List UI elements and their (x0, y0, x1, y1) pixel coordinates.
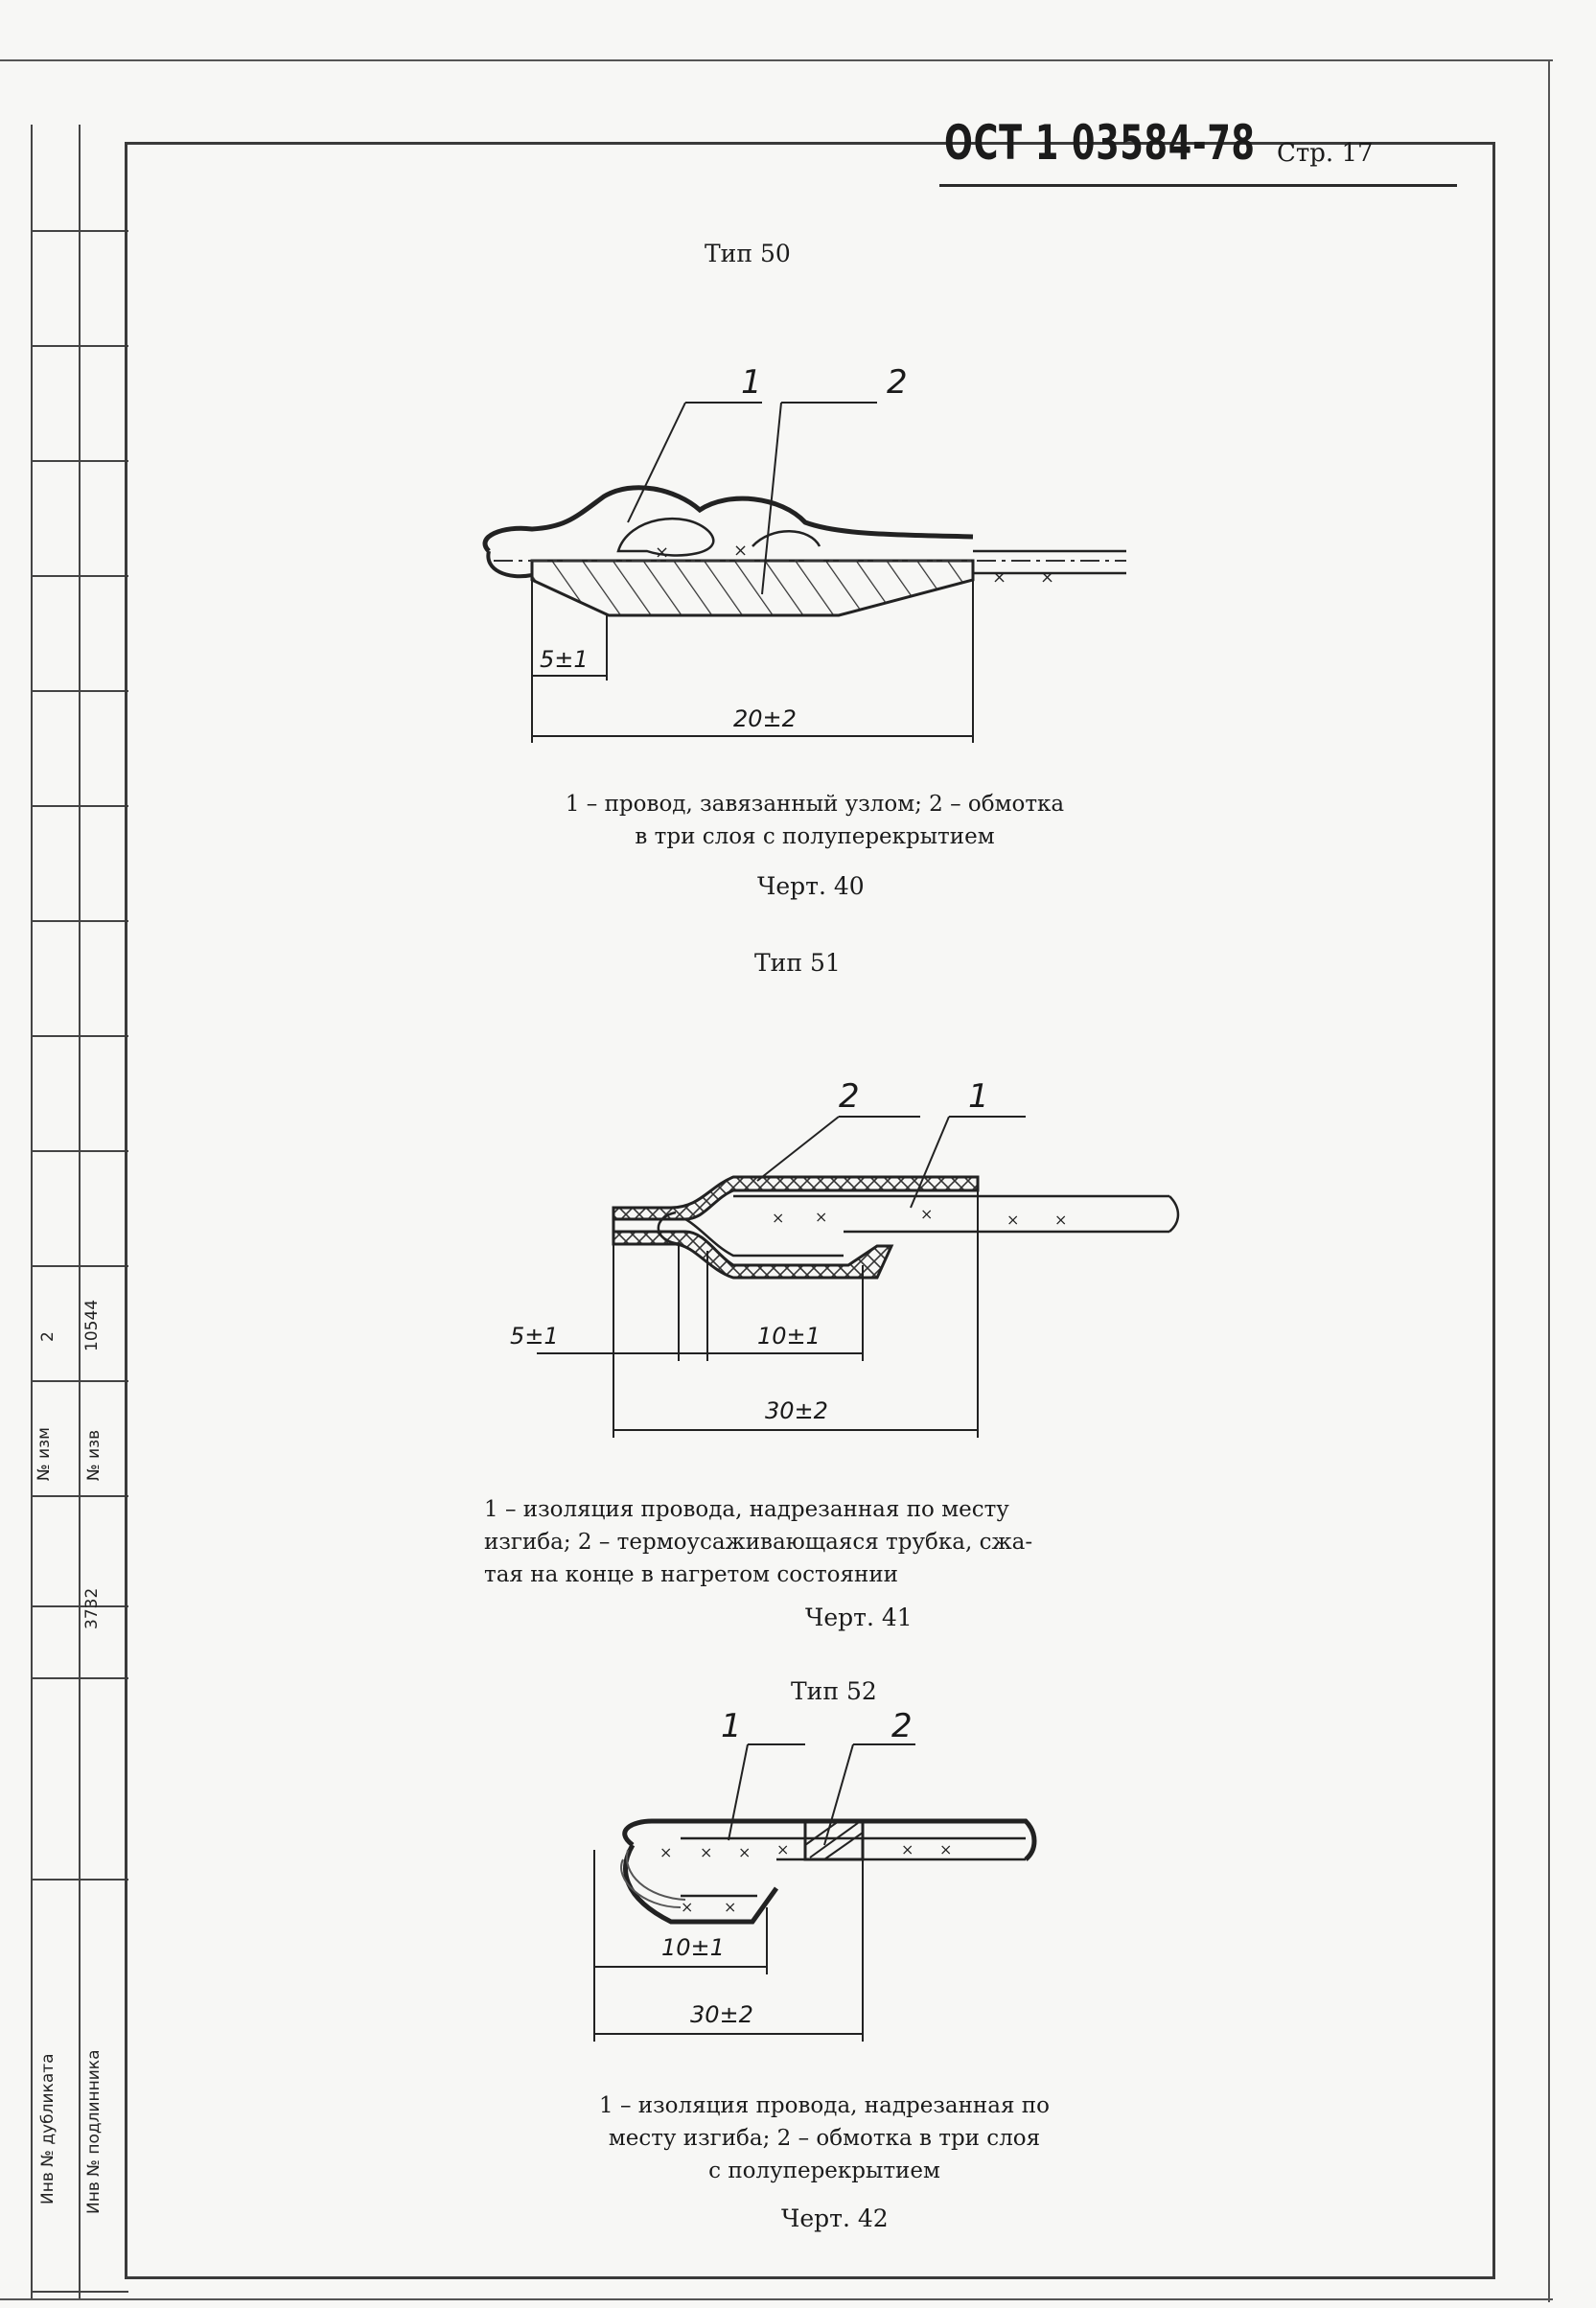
type-52-label: Тип 52 (791, 1677, 877, 1705)
figure-40-dimension-2: 20±2 (733, 705, 797, 732)
margin-row-line (33, 1677, 128, 1679)
margin-original-label: Инв № подлинника (84, 2049, 104, 2215)
figure-41-drawing: × × × × × 2 1 5±1 10±1 30±2 (510, 1077, 1180, 1438)
type-51-label: Тип 51 (754, 949, 841, 977)
figure-41-caption-line: 1 – изоляция провода, надрезанная по мес… (484, 1497, 1009, 1522)
figure-40-callout-1: 1 (741, 363, 762, 402)
figure-41-caption-line: изгиба; 2 – термоусаживающаяся трубка, с… (484, 1530, 1033, 1555)
margin-stamp-grid (31, 125, 128, 2298)
margin-doc-value: 10544 (82, 1299, 102, 1351)
sheet-border-bottom (0, 2298, 1553, 2300)
margin-row-line (33, 920, 128, 922)
margin-row-line (33, 1265, 128, 1267)
figure-40-dimension-1: 5±1 (540, 646, 589, 673)
margin-row-line (33, 1495, 128, 1497)
figure-42-caption: 1 – изоляция провода, надрезанная по мес… (498, 2089, 1150, 2187)
svg-text:×: × (772, 1209, 784, 1227)
svg-text:×: × (681, 1898, 693, 1916)
svg-text:×: × (939, 1840, 952, 1858)
header-underline (939, 184, 1457, 187)
figure-41-caption: 1 – изоляция провода, надрезанная по мес… (484, 1493, 1155, 1591)
figure-42-callout-1: 1 (721, 1707, 742, 1745)
svg-text:×: × (920, 1205, 933, 1223)
standard-number: ОСТ 1 03584-78 (944, 115, 1256, 171)
figure-42-caption-line: месту изгиба; 2 – обмотка в три слоя (608, 2126, 1041, 2151)
margin-row-line (33, 2291, 128, 2293)
margin-row-line (33, 1879, 128, 1881)
svg-text:×: × (659, 1843, 672, 1861)
svg-text:×: × (724, 1898, 736, 1916)
page-frame (125, 142, 1495, 2279)
margin-row-line (33, 805, 128, 807)
margin-row-line (33, 1035, 128, 1037)
figure-40-drawing: × × × × 1 2 5±1 20±2 (482, 363, 1126, 743)
margin-doc-label: № изв (84, 1429, 104, 1481)
svg-text:×: × (738, 1843, 751, 1861)
page-number: Стр. 17 (1277, 139, 1374, 168)
svg-text:×: × (815, 1208, 827, 1226)
sheet-border-top (0, 59, 1553, 61)
margin-row-line (33, 460, 128, 462)
figure-42-label: Черт. 42 (781, 2204, 889, 2232)
margin-row-line (33, 1605, 128, 1607)
margin-row-line (33, 1380, 128, 1382)
margin-rev-no-label: № изм (35, 1427, 54, 1481)
figure-42-drawing: × × × × × × × × 1 2 10±1 30±2 (593, 1707, 1037, 2042)
figure-42-callout-2: 2 (891, 1707, 913, 1745)
figure-40-callout-2: 2 (887, 363, 908, 402)
svg-text:×: × (733, 541, 748, 561)
margin-column-divider (79, 125, 81, 2298)
margin-row-line (33, 230, 128, 232)
margin-row-line (33, 1150, 128, 1152)
figure-42-caption-line: 1 – изоляция провода, надрезанная по (599, 2093, 1050, 2118)
svg-text:×: × (1006, 1211, 1019, 1229)
figure-40-caption-line: в три слоя с полуперекрытием (635, 824, 995, 849)
sheet-border-right (1548, 59, 1550, 2302)
margin-rev-no-value: 2 (38, 1331, 58, 1342)
figure-42-dimension-2: 30±2 (690, 2001, 753, 2028)
margin-row-line (33, 575, 128, 577)
figure-42-dimension-1: 10±1 (661, 1934, 725, 1961)
margin-row-line (33, 345, 128, 347)
svg-text:×: × (655, 542, 669, 563)
margin-duplicate-label: Инв № дубликата (38, 2053, 58, 2204)
svg-text:×: × (992, 567, 1006, 588)
figure-40-caption-line: 1 – провод, завязанный узлом; 2 – обмотк… (565, 792, 1065, 817)
margin-inv-value: 3732 (82, 1587, 102, 1629)
figure-41-callout-1: 1 (968, 1077, 989, 1116)
figure-41-dimension-1: 5±1 (510, 1323, 559, 1350)
svg-text:×: × (776, 1840, 789, 1858)
type-50-label: Тип 50 (705, 240, 791, 267)
figure-41-label: Черт. 41 (805, 1604, 913, 1631)
figure-40-caption: 1 – провод, завязанный узлом; 2 – обмотк… (489, 788, 1141, 853)
svg-text:×: × (1040, 567, 1054, 588)
margin-row-line (33, 690, 128, 692)
figure-41-dimension-3: 30±2 (765, 1397, 828, 1424)
figure-42-caption-line: с полуперекрытием (708, 2158, 940, 2183)
svg-text:×: × (901, 1840, 914, 1858)
figure-41-caption-line: тая на конце в нагретом состоянии (484, 1562, 899, 1587)
figure-41-callout-2: 2 (839, 1077, 860, 1116)
figure-41-dimension-2: 10±1 (757, 1323, 821, 1350)
figure-40-label: Черт. 40 (757, 872, 865, 900)
svg-text:×: × (700, 1843, 712, 1861)
svg-text:×: × (1054, 1211, 1067, 1229)
